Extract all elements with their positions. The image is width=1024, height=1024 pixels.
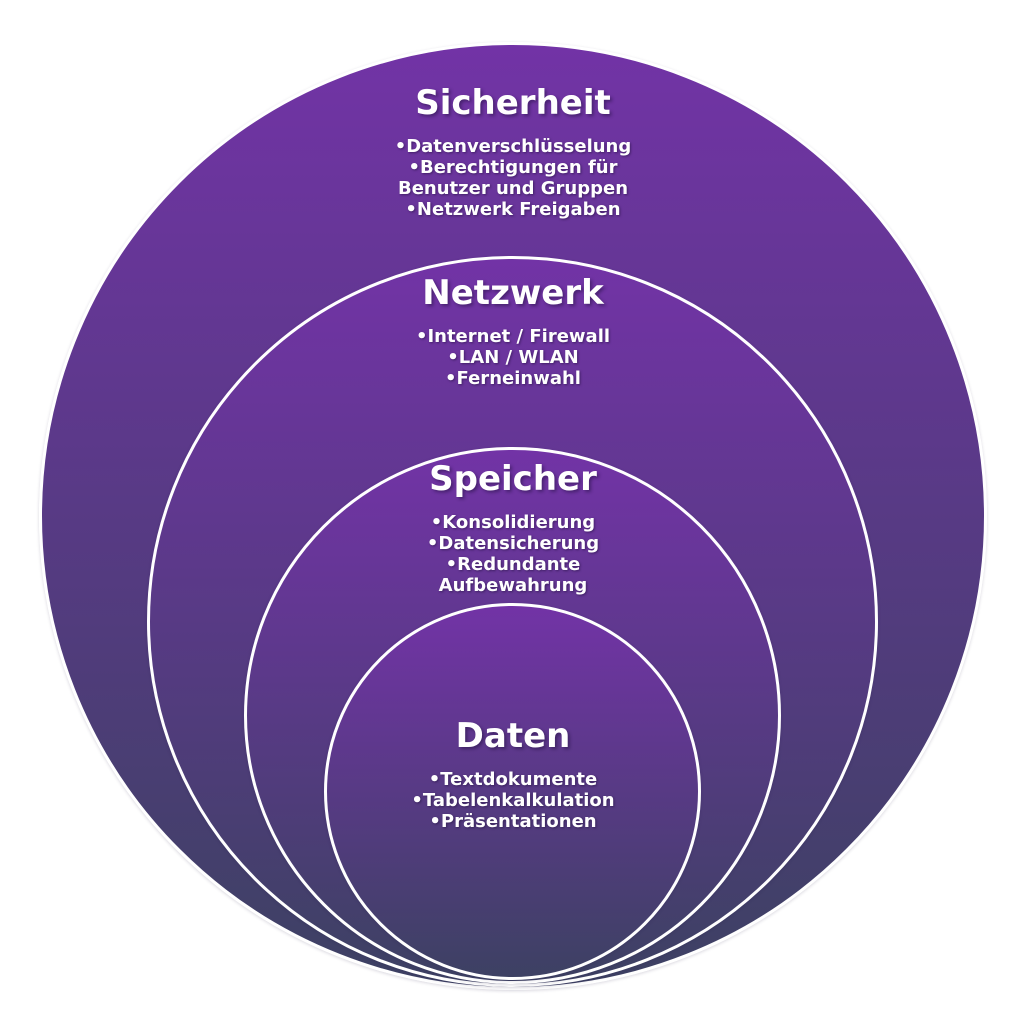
bullet-item: •Internet / Firewall bbox=[415, 326, 611, 347]
bullet-item: •Tabelenkalkulation bbox=[411, 790, 615, 811]
label-block-speicher: Speicher •Konsolidierung•Datensicherung•… bbox=[293, 459, 733, 597]
layer-title-netzwerk: Netzwerk bbox=[422, 273, 604, 313]
bullet-item: •Präsentationen bbox=[429, 811, 597, 832]
layer-title-sicherheit: Sicherheit bbox=[415, 83, 611, 123]
bullet-item: •Datenverschlüsselung bbox=[394, 136, 632, 157]
layer-items-netzwerk: •Internet / Firewall•LAN / WLAN•Ferneinw… bbox=[293, 326, 733, 389]
circle-daten bbox=[324, 603, 701, 980]
layer-items-speicher: •Konsolidierung•Datensicherung•Redundant… bbox=[293, 512, 733, 596]
bullet-item: •LAN / WLAN bbox=[447, 347, 579, 368]
bullet-item: •Ferneinwahl bbox=[445, 368, 581, 389]
label-block-netzwerk: Netzwerk •Internet / Firewall•LAN / WLAN… bbox=[293, 273, 733, 390]
label-block-daten: Daten •Textdokumente•Tabelenkalkulation•… bbox=[293, 716, 733, 833]
layer-title-daten: Daten bbox=[455, 716, 571, 756]
layer-title-speicher: Speicher bbox=[429, 459, 597, 499]
bullet-item: •Redundante Aufbewahrung bbox=[438, 554, 588, 596]
bullet-item: •Datensicherung bbox=[426, 533, 600, 554]
label-block-sicherheit: Sicherheit •Datenverschlüsselung•Berecht… bbox=[293, 83, 733, 221]
bullet-item: •Berechtigungen für Benutzer und Gruppen bbox=[397, 157, 629, 199]
bullet-item: •Netzwerk Freigaben bbox=[405, 199, 621, 220]
layer-items-sicherheit: •Datenverschlüsselung•Berechtigungen für… bbox=[293, 136, 733, 220]
bullet-item: •Textdokumente bbox=[428, 769, 598, 790]
bullet-item: •Konsolidierung bbox=[430, 512, 596, 533]
layer-items-daten: •Textdokumente•Tabelenkalkulation•Präsen… bbox=[293, 769, 733, 832]
